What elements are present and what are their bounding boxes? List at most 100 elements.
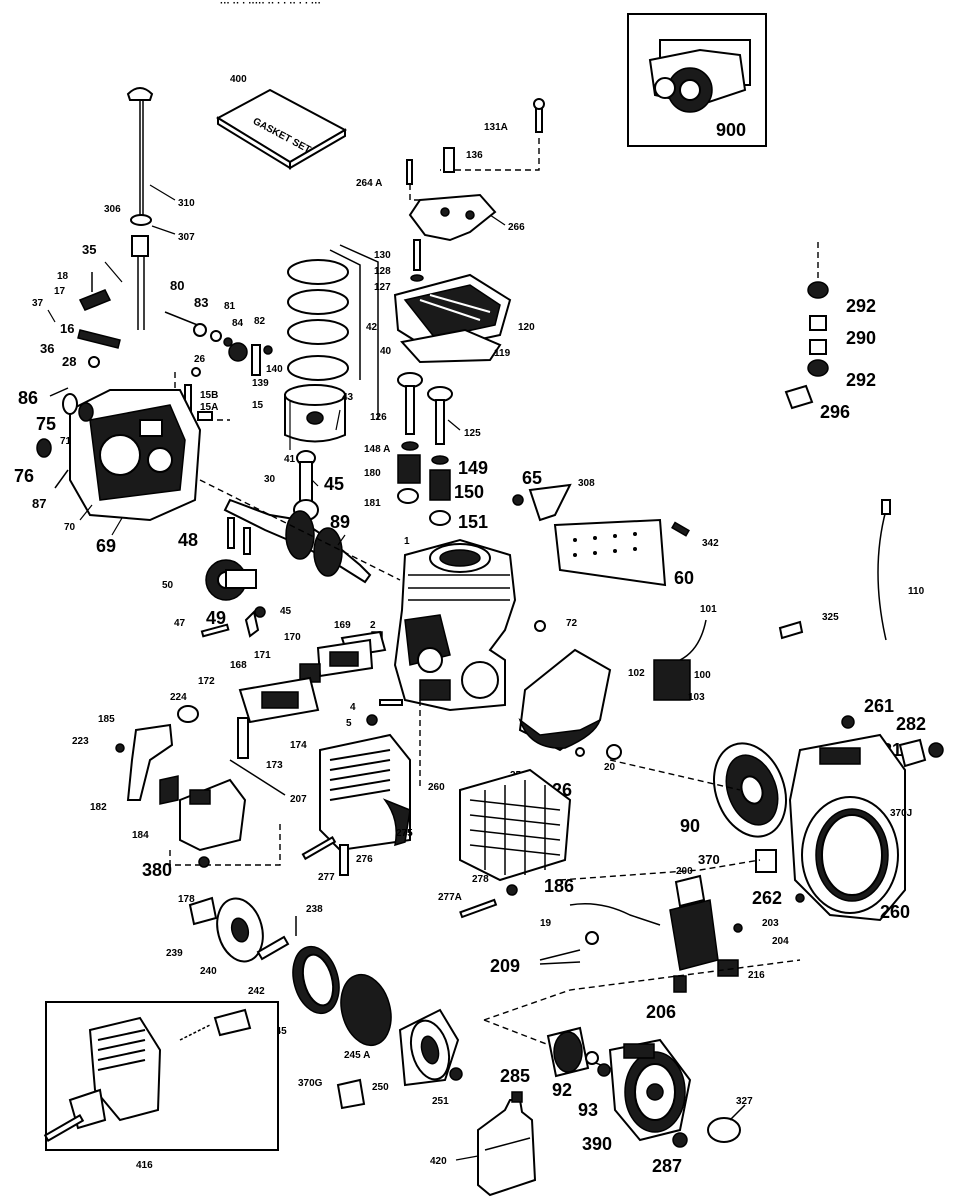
label-370: 370 — [698, 852, 720, 867]
label-119: 119 — [494, 348, 511, 359]
label-261-top: 261 — [864, 696, 894, 716]
label-15: 15 — [252, 400, 264, 411]
label-70: 70 — [64, 522, 76, 533]
control-bracket: 200 203 204 216 206 186 278 277A 19 209 — [438, 866, 789, 1022]
label-276: 276 — [356, 854, 373, 865]
label-400: 400 — [230, 74, 247, 85]
label-48: 48 — [178, 530, 198, 550]
air-cleaner-parts: 238 239 240 242 245 245 A 250 370G 251 — [166, 896, 463, 1110]
label-172: 172 — [198, 676, 215, 687]
label-325: 325 — [822, 612, 839, 623]
label-18: 18 — [57, 271, 69, 282]
label-47: 47 — [174, 618, 186, 629]
label-100: 100 — [694, 670, 711, 681]
label-275: 275 — [396, 828, 413, 839]
label-93: 93 — [578, 1100, 598, 1120]
label-203: 203 — [762, 918, 779, 929]
label-45-rod: 45 — [324, 474, 344, 494]
label-69: 69 — [96, 536, 116, 556]
label-206: 206 — [646, 1002, 676, 1022]
label-292-bottom: 292 — [846, 370, 876, 390]
label-173: 173 — [266, 760, 283, 771]
part-126-125-valves: 126 125 — [370, 372, 481, 445]
label-296: 296 — [820, 402, 850, 422]
label-30: 30 — [264, 474, 276, 485]
label-260: 260 — [880, 902, 910, 922]
label-4: 4 — [350, 702, 356, 713]
governor-shaft-15: 26 15B 15A 15 139 140 — [174, 344, 283, 421]
label-26-top: 26 — [194, 354, 206, 365]
governor-parts-80-84: 80 83 81 84 82 — [164, 278, 266, 362]
label-204: 204 — [772, 936, 789, 947]
part-260-blower-housing: 261 282 281 370J 370 262 260 — [698, 696, 944, 922]
part-60-cylinder-shield: 65 308 342 60 — [512, 468, 719, 588]
label-186: 186 — [544, 876, 574, 896]
label-278: 278 — [472, 874, 489, 885]
valve-springs: 148 A 180 181 149 150 151 — [364, 441, 488, 532]
part-69-crankcase-cover: 86 75 71 76 87 70 69 — [14, 387, 202, 556]
part-41-piston: 41 43 — [284, 384, 354, 465]
label-242: 242 — [248, 986, 265, 997]
label-128: 128 — [374, 266, 391, 277]
inset-416-muffler-kit: 416 — [43, 1001, 279, 1171]
label-277A: 277A — [438, 892, 462, 903]
label-148A: 148 A — [364, 444, 390, 455]
label-390: 390 — [582, 1134, 612, 1154]
label-266: 266 — [508, 222, 525, 233]
label-43: 43 — [342, 392, 354, 403]
label-110: 110 — [908, 586, 925, 597]
part-275-muffler: 275 276 277 — [301, 733, 413, 883]
label-130: 130 — [374, 250, 391, 261]
label-151: 151 — [458, 512, 488, 532]
label-240: 240 — [200, 966, 217, 977]
part-1-cylinder-block: 1 2 — [370, 536, 517, 712]
label-1: 1 — [404, 536, 410, 547]
label-292-top: 292 — [846, 296, 876, 316]
fuel-line-parts: 4 5 174 173 207 — [229, 699, 403, 805]
label-131A: 131A — [484, 122, 508, 133]
label-171: 171 — [254, 650, 271, 661]
label-238: 238 — [306, 904, 323, 915]
label-19: 19 — [540, 918, 552, 929]
part-42-piston-rings: 42 40 — [287, 244, 392, 420]
label-125: 125 — [464, 428, 481, 439]
label-184: 184 — [132, 830, 149, 841]
label-262: 262 — [752, 888, 782, 908]
label-420: 420 — [430, 1156, 447, 1167]
label-306: 306 — [104, 204, 121, 215]
label-416: 416 — [136, 1160, 153, 1171]
label-209: 209 — [490, 956, 520, 976]
label-168: 168 — [230, 660, 247, 671]
label-15B: 15B — [200, 390, 218, 401]
label-170: 170 — [284, 632, 301, 643]
label-120: 120 — [518, 322, 535, 333]
label-45-bolt: 45 — [280, 606, 292, 617]
label-81: 81 — [224, 301, 236, 312]
label-277: 277 — [318, 872, 335, 883]
part-120-cylinder-head: 130 128 127 120 119 — [374, 239, 535, 364]
label-20: 20 — [604, 762, 616, 773]
label-41: 41 — [284, 454, 296, 465]
label-82: 82 — [254, 316, 266, 327]
label-37: 37 — [32, 298, 44, 309]
label-60: 60 — [674, 568, 694, 588]
label-89: 89 — [330, 512, 350, 532]
label-15A: 15A — [200, 402, 218, 413]
label-87: 87 — [32, 496, 46, 511]
label-370J: 370J — [890, 808, 912, 819]
inset-900-engine-assembly: 900 — [627, 13, 767, 147]
label-239: 239 — [166, 948, 183, 959]
label-17: 17 — [54, 286, 66, 297]
label-250: 250 — [372, 1082, 389, 1093]
label-16: 16 — [60, 321, 74, 336]
label-50: 50 — [162, 580, 174, 591]
part-30-crankshaft: 30 89 — [223, 474, 372, 584]
part-420-oil-bottle: 420 — [430, 1091, 537, 1197]
label-308: 308 — [578, 478, 595, 489]
label-178: 178 — [178, 894, 195, 905]
label-126: 126 — [370, 412, 387, 423]
label-310: 310 — [178, 198, 195, 209]
label-90: 90 — [680, 816, 700, 836]
label-224: 224 — [170, 692, 187, 703]
label-75: 75 — [36, 414, 56, 434]
